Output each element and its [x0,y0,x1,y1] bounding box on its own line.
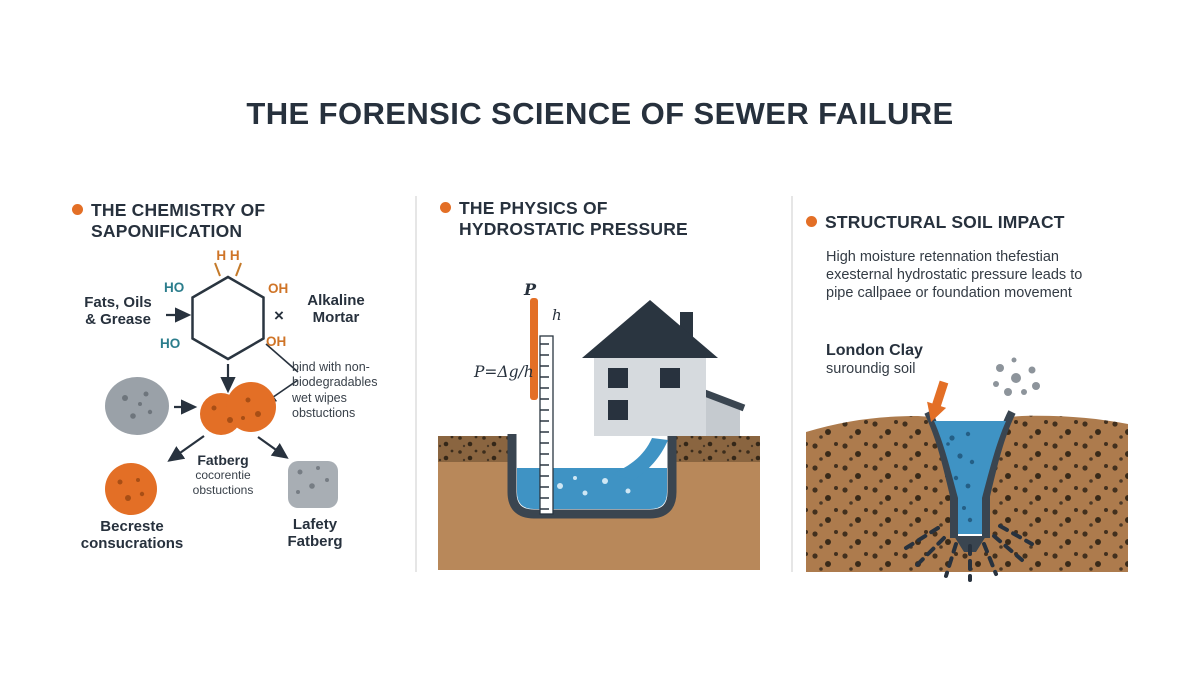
fatberg-result-blob [105,463,157,515]
result-left-arrow [167,435,205,462]
height-h-label: h [552,306,562,324]
bullet-icon [806,216,817,227]
pressure-p-label: P [524,280,537,299]
hex-oh-bottom-right: OH [266,334,287,349]
london-clay-sublabel: suroundig soil [826,361,916,377]
hexagon-h-bond-left [214,262,221,277]
window-lower [608,400,628,420]
fatberg-blob [200,382,276,435]
funnel-water [934,421,1006,534]
fatberg-sublabel: cocorentie obstuctions [192,468,254,497]
times-symbol: × [274,306,284,325]
down-arrow-icon [927,380,949,422]
grease-blob [105,377,169,435]
hex-oh-top-right: OH [268,281,289,296]
debris-dots [993,357,1040,396]
ruler [539,335,554,515]
pressure-formula: P=Δg/h [474,363,534,381]
bind-note: bind with non- biodegradables wet wipes … [292,360,378,420]
hex-ho-top-left: HO [164,280,185,295]
result-right-label: Lafety Fatberg [287,516,343,551]
soil-body-text: High moisture retennation thefestian exe… [826,249,1083,302]
fatberg-label: Fatberg [197,452,249,468]
clay-soil-speckles [806,415,1128,572]
fats-oils-grease-label: Fats, Oils & Grease [84,294,152,329]
physics-art [438,298,760,570]
chemistry-art [105,262,338,515]
water-bubbles [557,476,631,496]
gray-fatberg-block [288,461,338,508]
window-right [660,368,680,388]
hexagon-h-bond-right [235,262,242,277]
manometer [530,298,554,515]
panel-chemistry-heading: THE CHEMISTRY OF SAPONIFICATION [72,200,352,242]
soil-art [806,357,1128,582]
pressure-tube [530,298,538,400]
alkaline-mortar-label: Alkaline Mortar [307,292,365,327]
benzene-hexagon [191,275,265,361]
result-right-arrow [257,436,289,459]
funnel-water-debris [946,431,975,523]
crack-lines [904,524,1034,582]
annex-roof [700,388,746,412]
london-clay-label: London Clay [826,342,923,359]
house-annex [706,396,740,436]
bullet-icon [440,202,451,213]
page-title: THE FORENSIC SCIENCE OF SEWER FAILURE [246,96,954,131]
note-connector-line [265,343,299,373]
hex-ho-bottom-left: HO [160,336,181,351]
panel-heading-text: STRUCTURAL SOIL IMPACT [825,212,1065,232]
hex-h-label: H H [216,248,240,263]
house [582,300,746,436]
bullet-icon [72,204,83,215]
panel-heading-text: THE CHEMISTRY OF SAPONIFICATION [91,200,266,241]
panel-physics-heading: THE PHYSICS OF HYDROSTATIC PRESSURE [440,198,740,240]
house-roof [582,300,718,358]
window-left [608,368,628,388]
ruler-ticks [540,343,549,510]
panel-soil-heading: STRUCTURAL SOIL IMPACT [806,212,1126,233]
result-left-label: Becreste consucrations [80,518,184,553]
panel-heading-text: THE PHYSICS OF HYDROSTATIC PRESSURE [459,198,688,239]
inflow-stream [612,438,668,480]
